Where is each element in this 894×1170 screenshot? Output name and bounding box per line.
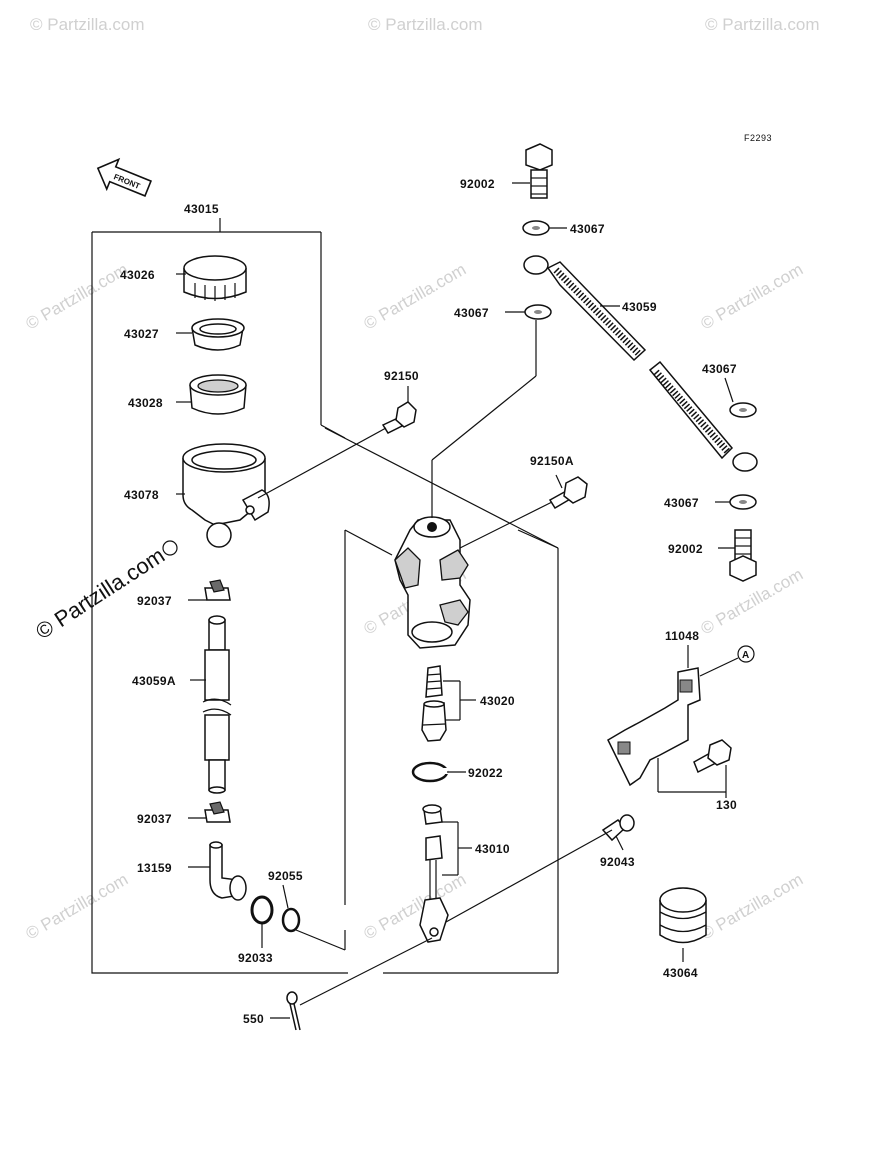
part-label-43067-a: 43067	[570, 222, 605, 236]
part-label-550: 550	[243, 1012, 264, 1026]
piston-assembly-part	[421, 665, 447, 742]
circlip-part	[250, 895, 274, 925]
clevis-pin-part	[601, 814, 635, 842]
hose-clamp-upper-part	[204, 579, 231, 601]
o-ring-part	[281, 907, 301, 933]
banjo-bolt-lower-part	[729, 529, 757, 582]
washer-hole-icon	[532, 226, 540, 230]
reservoir-body-part	[162, 443, 270, 556]
reservoir-cap-part	[183, 255, 247, 301]
part-label-130: 130	[716, 798, 737, 812]
part-label-13159: 13159	[137, 861, 172, 875]
diaphragm-plate-part	[191, 318, 245, 351]
watermark: © Partzilla.com	[361, 870, 470, 944]
part-label-43059A: 43059A	[132, 674, 176, 688]
reference-marker-a-label: A	[742, 650, 749, 661]
watermark: © Partzilla.com	[698, 870, 807, 944]
part-label-43064: 43064	[663, 966, 698, 980]
brake-hose-part	[523, 255, 758, 472]
watermark: © Partzilla.com	[23, 870, 132, 944]
watermark: © Partzilla.com	[361, 260, 470, 334]
master-cylinder-body-part	[394, 516, 471, 649]
watermark: © Partzilla.com	[30, 15, 145, 34]
part-label-92002-upper: 92002	[460, 177, 495, 191]
part-label-43027: 43027	[124, 327, 159, 341]
bracket-part	[607, 667, 701, 787]
part-label-92150: 92150	[384, 369, 419, 383]
watermark: © Partzilla.com	[705, 15, 820, 34]
part-label-92033: 92033	[238, 951, 273, 965]
front-arrow-icon: FRONT	[96, 157, 152, 197]
part-label-43028: 43028	[128, 396, 163, 410]
part-label-92037-upper: 92037	[137, 594, 172, 608]
part-label-43059: 43059	[622, 300, 657, 314]
part-label-92150A: 92150A	[530, 454, 574, 468]
part-label-43078: 43078	[124, 488, 159, 502]
part-label-43020: 43020	[480, 694, 515, 708]
part-label-11048: 11048	[665, 629, 699, 643]
part-label-92002-lower: 92002	[668, 542, 703, 556]
watermarks: © Partzilla.com © Partzilla.com © Partzi…	[23, 15, 820, 943]
part-label-43067-c: 43067	[702, 362, 737, 376]
washer-hole-icon	[534, 310, 542, 314]
snap-ring-part	[411, 761, 449, 783]
master-cylinder-group-frame	[91, 218, 559, 974]
part-label-43015: 43015	[184, 202, 219, 216]
washer-hole-icon	[739, 408, 747, 412]
reservoir-hose-part	[202, 615, 232, 794]
diaphragm-part	[189, 374, 247, 415]
part-label-92022: 92022	[468, 766, 503, 780]
bolt-92150-part	[381, 401, 417, 434]
bolt-130-part	[693, 739, 732, 774]
bolt-92150A-part	[548, 476, 588, 510]
hose-fitting-part	[209, 841, 247, 901]
banjo-bolt-upper-part	[525, 143, 553, 199]
grommet-part	[659, 887, 707, 944]
push-rod-assembly-part	[419, 804, 449, 943]
leader-lines	[176, 182, 739, 1019]
figure-code: F2293	[744, 133, 772, 143]
watermark: © Partzilla.com	[698, 260, 807, 334]
cotter-pin-part	[286, 991, 301, 1031]
part-label-92043: 92043	[600, 855, 635, 869]
part-label-43010: 43010	[475, 842, 510, 856]
part-label-43067-b: 43067	[454, 306, 489, 320]
hose-clamp-lower-part	[204, 801, 231, 823]
reference-marker-a-icon	[737, 645, 755, 663]
part-label-43026: 43026	[120, 268, 155, 282]
watermark: © Partzilla.com	[368, 15, 483, 34]
part-label-43067-d: 43067	[664, 496, 699, 510]
part-labels: 43015 43026 43027 43028 43078 92037 4305…	[120, 177, 737, 1026]
washer-hole-icon	[739, 500, 747, 504]
part-label-92037-lower: 92037	[137, 812, 172, 826]
watermark: © Partzilla.com	[23, 260, 132, 334]
part-label-92055: 92055	[268, 869, 303, 883]
